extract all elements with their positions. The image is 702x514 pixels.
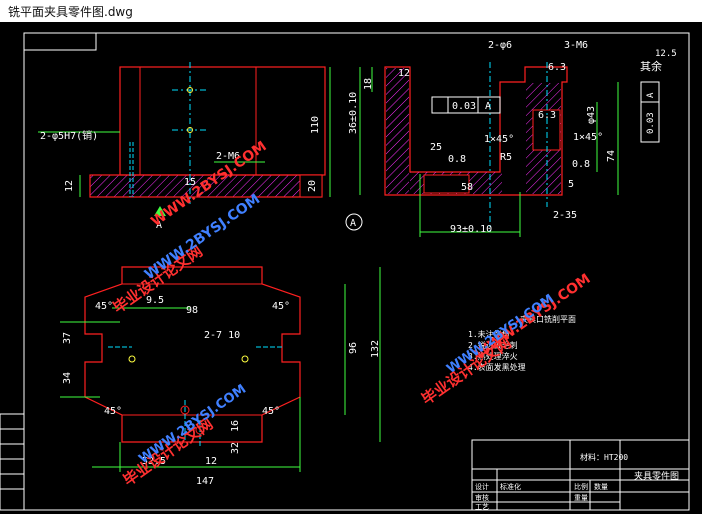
note-line-2: 1.未注倒角 [468,329,510,339]
side-section-mark: A [350,218,356,229]
side-dim-74: 74 [606,150,617,162]
front-dim-15: 15 [184,177,196,188]
window-titlebar: 铣平面夹具零件图.dwg [0,0,702,23]
top-thread-note: 2-7 10 [204,330,240,341]
top-dim-32: 32 [230,442,241,454]
side-tol-frame [431,96,501,114]
top-dim-96: 96 [348,342,359,354]
code-box [23,32,97,51]
top-dim-12: 12 [205,456,217,467]
top-angle-2: 45° [272,301,290,312]
front-dim-20: 20 [307,180,318,192]
front-thread-note: 2-M6 [216,151,240,162]
title-material: 材料：HT200 [580,452,628,462]
side-dim-18: 18 [363,78,374,90]
side-rough-4: 0.8 [572,159,590,170]
title-col-1: 比例 [574,482,588,491]
title-col-2: 数量 [594,482,608,491]
title-block: 材料：HT200 夹具零件图 设计 审核 工艺 标准化 比例 数量 重量 [471,439,690,511]
watermark-group-5: 毕业设计论文网 WWW.2BYSJ.COM [120,382,249,490]
title-part-name: 夹具零件图 [634,470,679,482]
top-dim-132: 132 [370,340,381,358]
right-tol-2: A [646,92,656,98]
top-outline [84,266,301,443]
side-section-circle [345,213,363,231]
other-rough: 12.5 [655,49,677,59]
top-dim-37: 37 [62,332,73,344]
front-hole-note: 2-φ5H7(销) [40,129,98,142]
top-view: 9.5 98 2-7 10 37 34 96 132 45° 45° 45° 4… [60,266,381,487]
note-line-1: 夹具口铣削平面 [520,314,576,324]
side-chamfer-2: 1×45° [573,132,603,143]
side-dim-58: 58 [461,182,473,193]
note-line-4: 3.热处理淬火 [468,351,518,361]
side-rough-2: 6.3 [538,110,556,121]
title-row-3: 工艺 [475,503,489,511]
top-angle-4: 45° [262,406,280,417]
top-dim-52-5: 52.5 [142,456,166,467]
side-view: 2-φ6 3-M6 12 36±0.10 18 0.03 A 1×45° 1×4… [345,40,677,237]
drawing-frame [23,32,690,511]
watermark-group-2: 毕业设计论文网 WWW.2BYSJ.COM [110,191,264,317]
side-dim-93: 93±0.10 [450,224,492,235]
side-dim-5: 5 [568,179,574,190]
top-dim-147: 147 [196,476,214,487]
top-thread-1 [128,355,136,363]
front-dim-12: 12 [64,180,75,192]
side-wall-hatch [386,68,409,194]
top-thread-2 [241,355,249,363]
right-tol-1: 0.03 [646,112,656,134]
window-title: 铣平面夹具零件图.dwg [8,5,133,19]
top-dim-16: 16 [230,420,241,432]
side-thread-dim: 3-M6 [564,40,588,51]
right-tol-frame [640,81,660,143]
front-section-arrow [154,206,166,216]
side-r5: R5 [500,152,512,163]
front-height-label: 110 [310,116,321,134]
side-dim-12: 12 [398,68,410,79]
front-view: 2-φ5H7(销) 2-M6 110 20 12 15 A [38,62,331,231]
watermark-url-2: WWW.2BYSJ.COM [142,191,263,283]
top-dim-34: 34 [62,372,73,384]
top-angle-3: 45° [104,406,122,417]
cad-drawing: 2-φ5H7(销) 2-M6 110 20 12 15 A 2-φ6 3-M6 … [0,32,690,511]
title-row-4: 标准化 [500,482,521,491]
top-dim-9-5: 9.5 [146,295,164,306]
front-section-mark: A [156,220,162,231]
title-col-3: 重量 [574,494,588,502]
technical-notes: 夹具口铣削平面 1.未注倒角 2.锐边去毛刺 3.热处理淬火 4.表面发黑处理 [468,314,576,372]
other-label: 其余 [640,59,662,73]
title-row-2: 审核 [475,493,489,502]
drawing-canvas[interactable]: 2-φ5H7(销) 2-M6 110 20 12 15 A 2-φ6 3-M6 … [0,22,702,514]
top-dim-98: 98 [186,305,198,316]
side-chamfer-1: 1×45° [484,134,514,145]
side-hole-dim: 2-φ6 [488,40,512,51]
side-dim-phi43: φ43 [586,106,597,124]
side-dim-2-35: 2-35 [553,210,577,221]
note-line-5: 4.表面发黑处理 [468,362,526,372]
top-angle-1: 45° [95,301,113,312]
watermark-group-4: 毕业设计论文网 WWW.2BYSJ.COM [418,292,557,409]
title-row-1: 设计 [475,482,489,491]
note-line-3: 2.锐边去毛刺 [468,340,518,350]
side-dim-36: 36±0.10 [348,92,359,134]
side-dim-25: 25 [430,142,442,153]
binding-strip [0,413,25,511]
side-rough-3: 0.8 [448,154,466,165]
side-datum: A [485,101,491,112]
side-parallel-tol: 0.03 [452,101,476,112]
side-rough-1: 6.3 [548,62,566,73]
